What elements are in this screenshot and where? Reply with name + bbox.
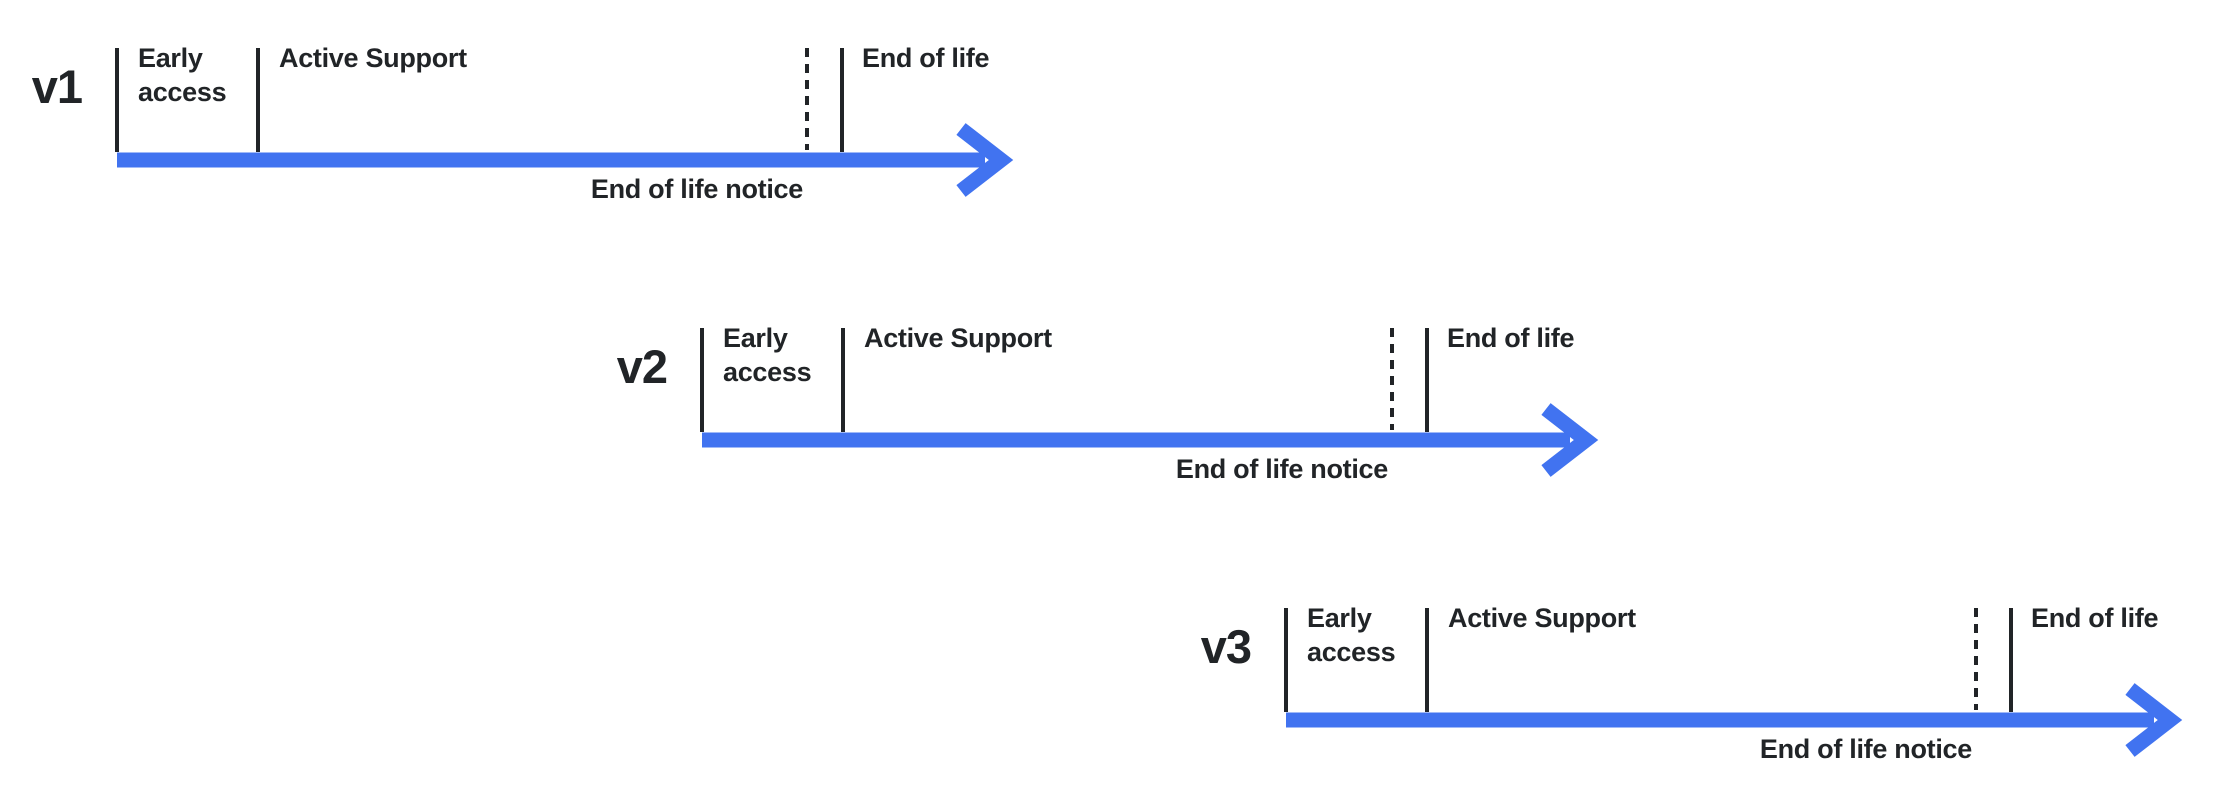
timeline-graphic — [1284, 608, 2183, 757]
active-support-label: Active Support — [1448, 603, 1636, 633]
end-of-life-label: End of life — [1447, 323, 1575, 353]
version-label: v2 — [616, 340, 668, 393]
end-of-life-notice-label: End of life notice — [1175, 454, 1388, 484]
active-support-label: Active Support — [279, 43, 467, 73]
timeline-graphic — [115, 48, 1014, 197]
end-of-life-label: End of life — [2031, 603, 2159, 633]
timeline-graphic — [700, 328, 1599, 477]
timeline-arrow-head-icon — [1541, 403, 1599, 477]
early-access-label: Early access — [1307, 603, 1396, 667]
timeline-arrow-head-icon — [956, 123, 1014, 197]
timeline-arrow-head-icon — [2125, 683, 2183, 757]
version-label: v1 — [31, 60, 83, 113]
end-of-life-notice-label: End of life notice — [1759, 734, 1972, 764]
early-access-label: Early access — [723, 323, 812, 387]
end-of-life-notice-label: End of life notice — [590, 174, 803, 204]
active-support-label: Active Support — [864, 323, 1052, 353]
timeline-row-v1: v1 Early access Active Support End of li… — [0, 0, 1040, 215]
timeline-row-v2: v2 Early access Active Support End of li… — [585, 280, 1625, 495]
early-access-label: Early access — [138, 43, 227, 107]
end-of-life-label: End of life — [862, 43, 990, 73]
timeline-row-v3: v3 Early access Active Support End of li… — [1169, 560, 2209, 775]
version-label: v3 — [1200, 620, 1252, 673]
